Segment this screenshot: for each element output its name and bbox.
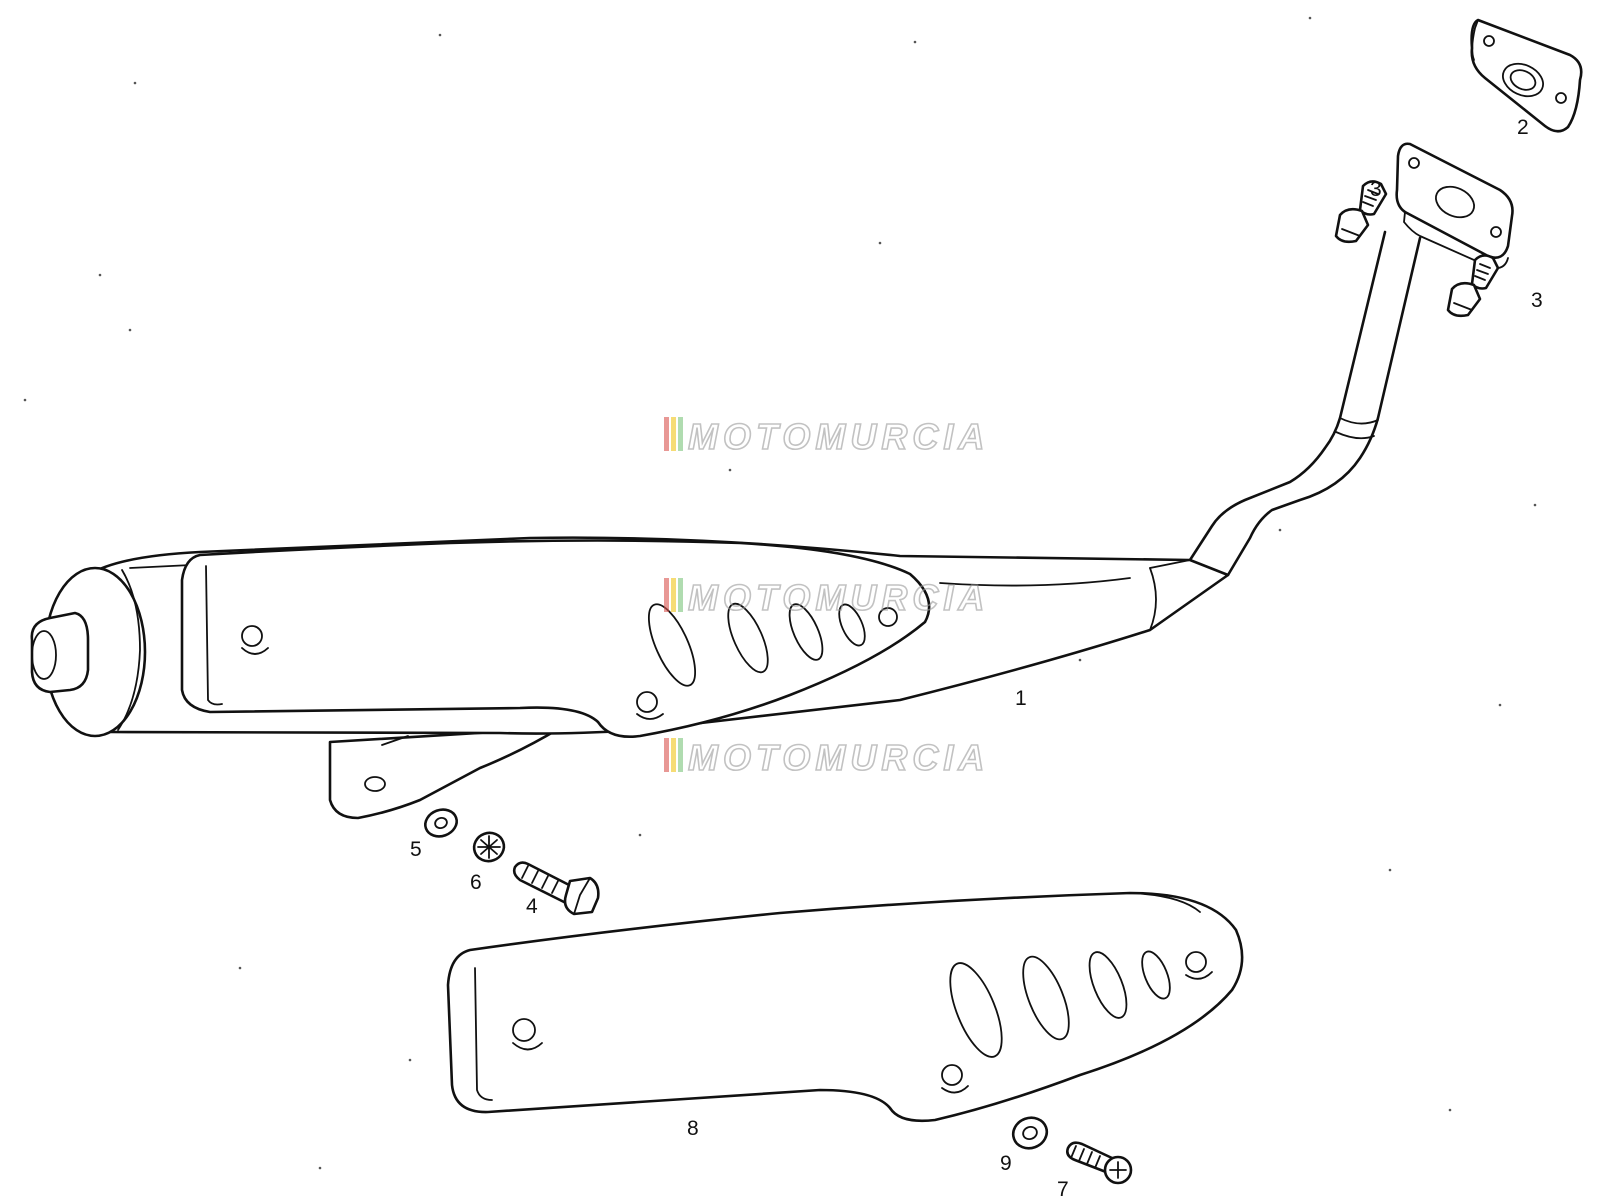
callout-label: 9	[1000, 1152, 1012, 1175]
watermark-top: MOTOMURCIA	[664, 415, 989, 458]
bolt-part-4	[512, 861, 600, 916]
exhaust-head-pipe	[1188, 142, 1514, 577]
callout-label: 2	[1517, 116, 1529, 139]
washer-part-9	[1011, 1116, 1049, 1150]
muffler-part-1	[30, 536, 1230, 820]
watermark-bottom: MOTOMURCIA	[664, 736, 989, 779]
watermark-text: MOTOMURCIA	[688, 416, 989, 457]
watermark-text: MOTOMURCIA	[688, 737, 989, 778]
gasket-part-2	[1470, 18, 1583, 133]
callout-label: 3	[1531, 289, 1543, 312]
washer-part-5	[424, 808, 458, 838]
watermark-middle: MOTOMURCIA	[664, 576, 989, 619]
callout-label: 5	[410, 838, 422, 861]
screw-part-7	[1066, 1141, 1133, 1185]
callout-label: 3	[1370, 178, 1382, 201]
callout-label: 8	[687, 1117, 699, 1140]
callout-label: 7	[1057, 1178, 1069, 1200]
lock-washer-part-6	[472, 831, 506, 863]
stud-part-3-upper	[1334, 180, 1388, 244]
callout-label: 6	[470, 871, 482, 894]
callout-label: 1	[1015, 687, 1027, 710]
callout-label: 4	[526, 895, 538, 918]
heat-shield-part-8	[446, 891, 1244, 1123]
print-specks	[23, 16, 1537, 1170]
stud-part-3-lower	[1446, 254, 1500, 318]
watermark-text: MOTOMURCIA	[688, 577, 989, 618]
